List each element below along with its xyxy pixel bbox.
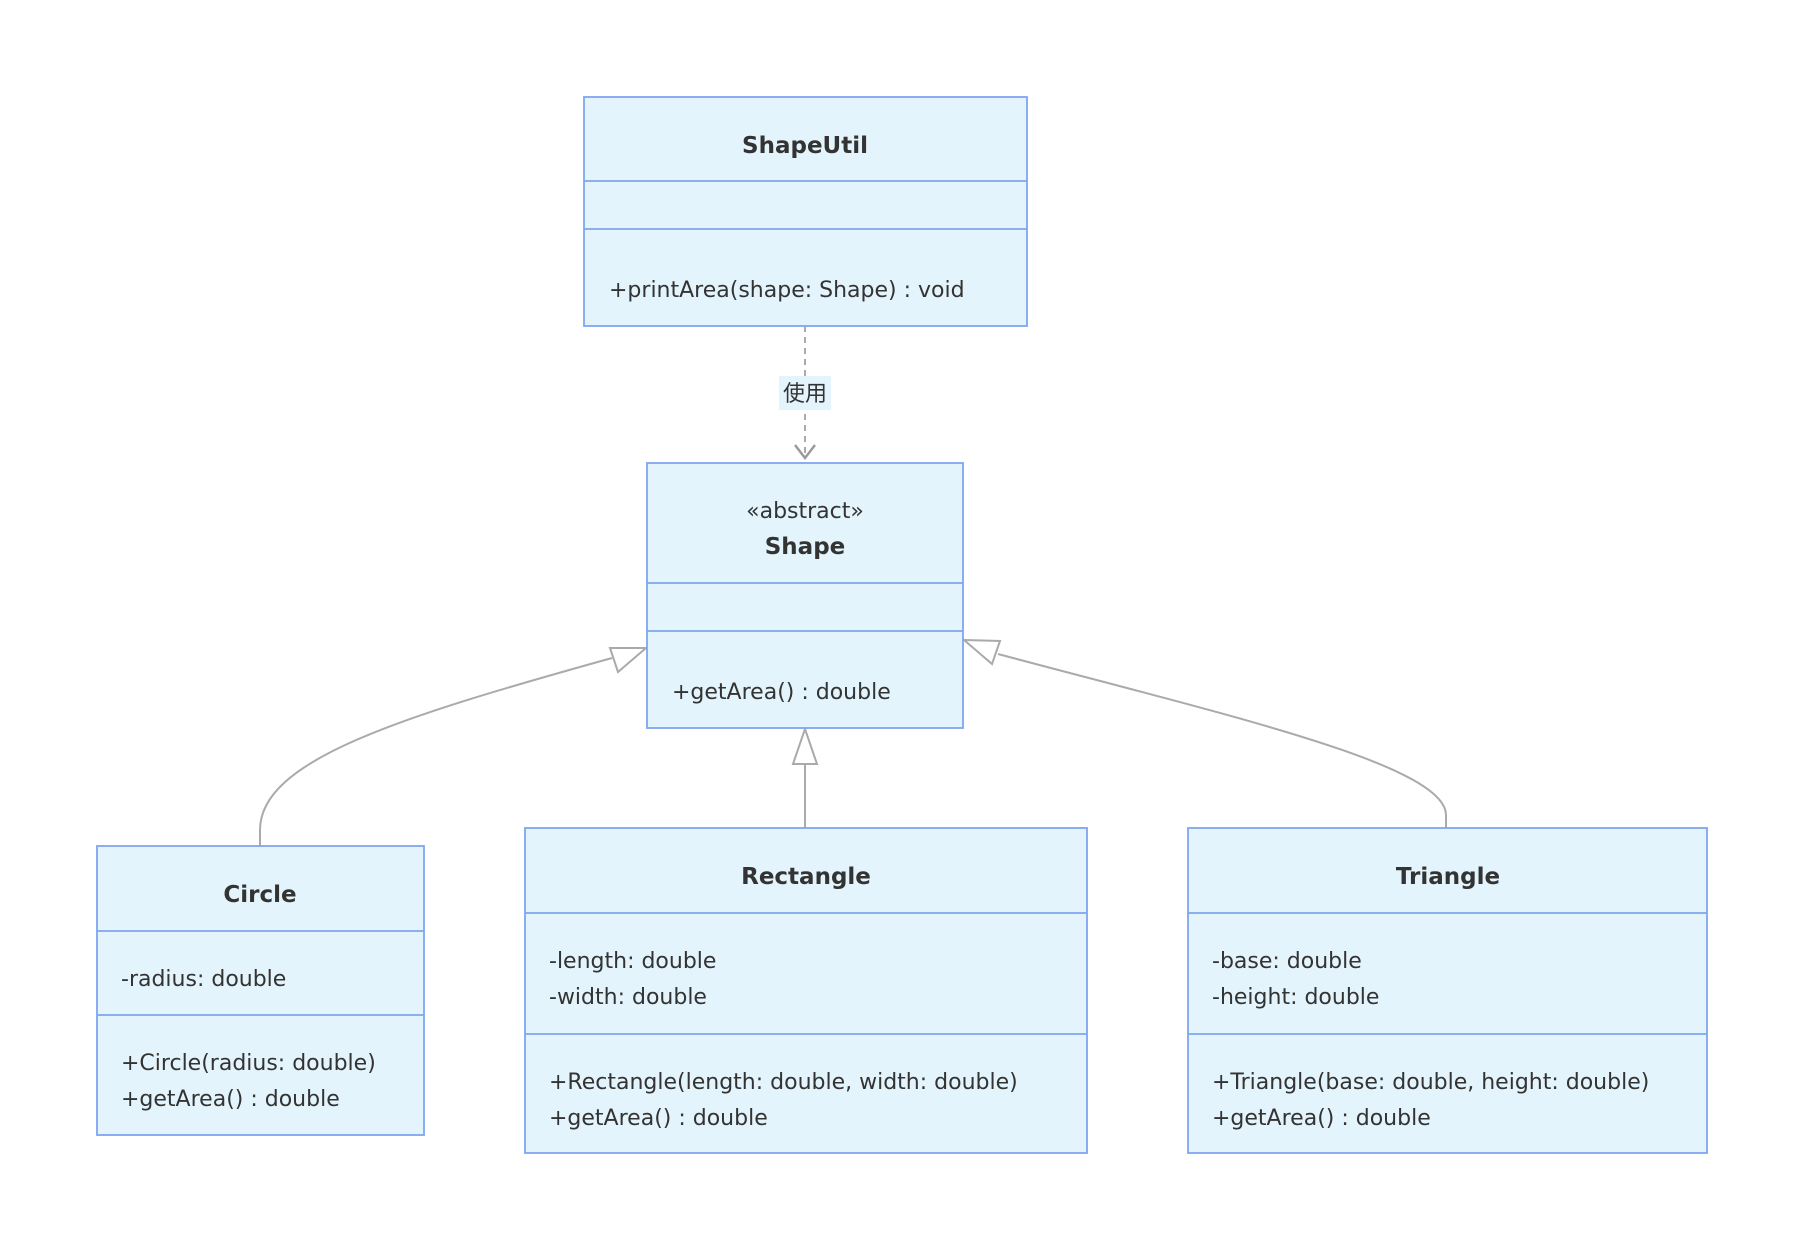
attribute-triangle-1: -height: double [1212,985,1379,1010]
dependency-label: 使用 [783,382,827,407]
attribute-rectangle-0: -length: double [549,949,716,974]
dependency-label-bg [779,376,831,410]
edge-shapeutil-uses-shape: 使用 [779,326,831,460]
method-rectangle-0: +Rectangle(length: double, width: double… [549,1070,1018,1095]
method-circle-1: +getArea() : double [121,1087,340,1112]
edge-circle-extends-shape [259,647,649,846]
method-triangle-1: +getArea() : double [1212,1106,1431,1131]
method-rectangle-1: +getArea() : double [549,1106,768,1131]
inheritance-arrowhead-triangle [961,638,1002,666]
class-circle[interactable]: Circle -radius: double +Circle(radius: d… [96,845,425,1136]
class-shapeutil[interactable]: ShapeUtil +printArea(shape: Shape) : voi… [583,96,1028,327]
class-name-rectangle: Rectangle [741,864,871,890]
inheritance-arrowhead-rectangle [791,725,819,765]
inheritance-line-triangle [997,653,1447,828]
class-name-shape: Shape [765,534,846,560]
method-triangle-0: +Triangle(base: double, height: double) [1212,1070,1649,1095]
inheritance-line-circle [259,657,613,846]
class-name-shapeutil: ShapeUtil [742,133,868,159]
edge-rectangle-extends-shape [791,725,819,828]
class-rectangle[interactable]: Rectangle -length: double -width: double… [524,827,1088,1154]
class-triangle[interactable]: Triangle -base: double -height: double +… [1187,827,1708,1154]
method-shapeutil-0: +printArea(shape: Shape) : void [609,278,965,303]
method-circle-0: +Circle(radius: double) [121,1051,376,1076]
edge-triangle-extends-shape [961,638,1447,828]
class-name-circle: Circle [223,882,296,908]
class-shape[interactable]: «abstract» Shape +getArea() : double [646,462,964,729]
stereotype-abstract: «abstract» [746,499,864,524]
attribute-circle-0: -radius: double [121,967,286,992]
inheritance-arrowhead-circle [608,647,649,674]
attribute-rectangle-1: -width: double [549,985,707,1010]
dependency-arrowhead [794,444,816,460]
attribute-triangle-0: -base: double [1212,949,1362,974]
method-shape-0: +getArea() : double [672,680,891,705]
class-name-triangle: Triangle [1396,864,1500,890]
